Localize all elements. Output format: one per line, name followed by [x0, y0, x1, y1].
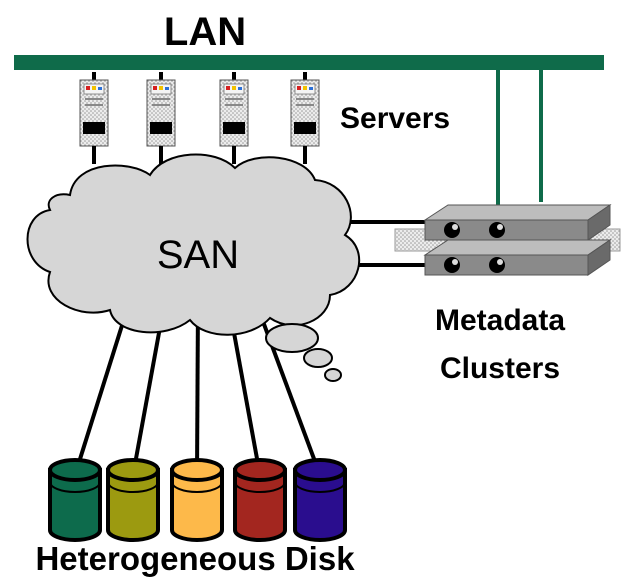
- servers-label: Servers: [340, 102, 450, 135]
- san-cloud: [26, 153, 361, 382]
- disk-icon: [48, 458, 102, 542]
- disk-label: Heterogeneous Disk: [35, 540, 355, 577]
- metadata-label-line2: Clusters: [440, 352, 560, 385]
- metadata-server-icon: [423, 239, 612, 276]
- lan-bus: [14, 55, 604, 70]
- lan-label: LAN: [164, 10, 246, 54]
- disk-icon: [106, 458, 160, 542]
- metadata-cluster: [394, 204, 621, 276]
- metadata-server-icon: [423, 204, 612, 241]
- disk-icon: [233, 458, 287, 542]
- server-icon: [219, 72, 249, 164]
- disk-icon: [170, 458, 224, 542]
- metadata-label-line1: Metadata: [435, 304, 565, 337]
- disk-icon: [293, 458, 347, 542]
- server-icon: [290, 72, 320, 164]
- server-icon: [79, 72, 109, 164]
- server-icon: [146, 72, 176, 164]
- disk-array: [48, 458, 347, 542]
- server-rack: [79, 72, 320, 164]
- san-label: SAN: [157, 233, 239, 277]
